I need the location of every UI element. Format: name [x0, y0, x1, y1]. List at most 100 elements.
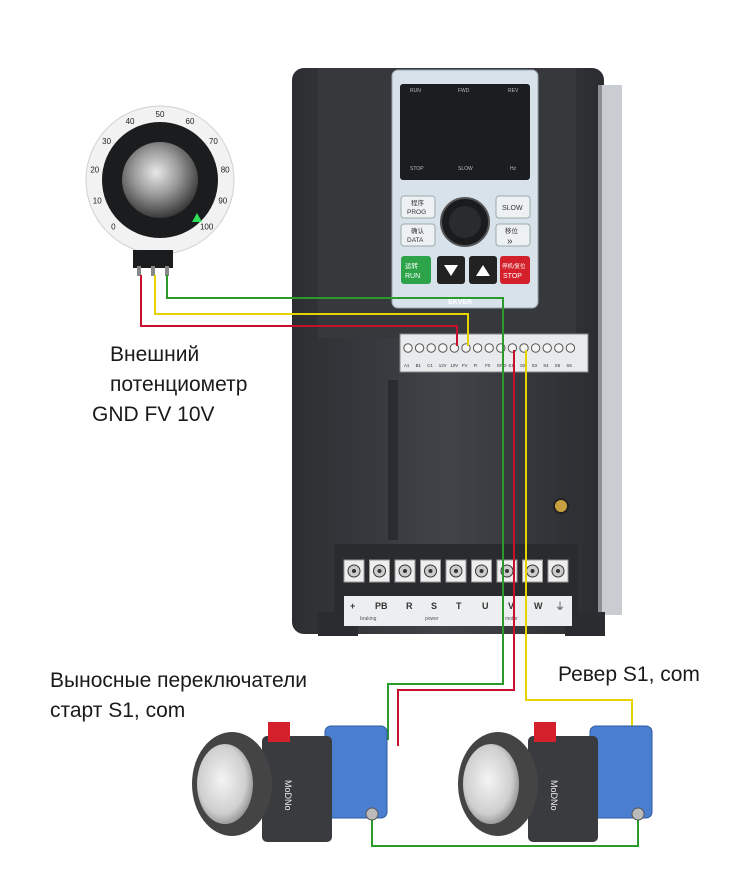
slow-key[interactable]: [495, 195, 531, 219]
stop-key[interactable]: [500, 256, 530, 284]
run-key-cn: 运转: [405, 261, 419, 270]
wire-green-com-link: [371, 818, 639, 847]
wire-yellow-fv: [154, 275, 469, 346]
terminal-t: T: [456, 601, 462, 611]
pot-indicator-icon: [192, 213, 202, 222]
terminal-u: U: [482, 601, 489, 611]
reverse-switch[interactable]: MoDNo: [458, 722, 653, 842]
wire-green-com-start: [387, 346, 504, 740]
control-terminal-screw: [426, 343, 436, 353]
data-key[interactable]: [400, 223, 436, 247]
ground-icon: ⏚: [555, 601, 565, 613]
control-terminal-label: B1: [416, 363, 422, 368]
control-terminal-label: S6: [566, 363, 572, 368]
potentiometer-caption: Внешний потенциометр GND FV 10V: [92, 340, 330, 430]
reverse-switch-housing: [528, 736, 598, 842]
wire-green-gnd: [166, 275, 504, 346]
caption-line-2: потенциометр: [110, 373, 248, 396]
shift-key-label: »: [507, 236, 513, 247]
led-fwd-label: FWD: [458, 88, 470, 94]
reverse-switch-caption: Ревер S1, com: [558, 663, 700, 686]
control-terminal-label: C1: [427, 363, 433, 368]
control-terminal-label: 10V: [450, 363, 458, 368]
dial-tick-label: 90: [218, 196, 227, 205]
control-terminal-label: FV: [462, 363, 468, 368]
led-run-label: RUN: [410, 88, 421, 94]
stop-key-cn: 停机/复位: [502, 262, 526, 270]
control-terminal-screw: [472, 343, 483, 353]
reverse-switch-brand: MoDNo: [549, 780, 559, 811]
start-switch[interactable]: MoDNo: [192, 722, 388, 842]
inverter: RUN FWD REV STOP SLOW Hz 程序 PROG 确认 DATA…: [292, 68, 622, 636]
caption-line-3: GND FV 10V: [92, 403, 215, 426]
terminal-plus: +: [350, 601, 355, 611]
control-terminal-label: S1: [508, 363, 514, 368]
control-terminal-label: FI: [474, 363, 478, 368]
brand-label: EKVER: [448, 299, 472, 306]
down-arrow-icon: [444, 265, 458, 276]
dial-tick-label: 70: [209, 137, 218, 146]
up-arrow-icon: [476, 265, 490, 276]
shift-key[interactable]: [495, 223, 531, 247]
terminal-v: V: [508, 601, 514, 611]
start-switch-button[interactable]: [197, 744, 253, 824]
led-slow-label: SLOW: [458, 166, 473, 172]
start-caption-line-1: Выносные переключатели: [50, 669, 307, 692]
control-terminal-screw: [565, 343, 576, 353]
dial-tick-label: 20: [90, 166, 99, 175]
braking-label: braking: [360, 616, 377, 622]
control-terminal-screw: [484, 343, 494, 353]
control-terminal-label: F0: [485, 363, 491, 368]
control-terminal-screw: [530, 343, 541, 353]
control-terminal-screw: [507, 343, 518, 353]
prog-key-label: PROG: [407, 209, 426, 216]
wiring: [140, 275, 639, 847]
power-label: power: [425, 616, 439, 622]
slow-key-label: SLOW: [502, 205, 523, 212]
control-terminal-label: GND: [497, 363, 507, 368]
cover-screw: [553, 498, 569, 514]
dial-tick-label: 40: [126, 117, 135, 126]
start-caption-line-2: старт S1, com: [50, 699, 186, 722]
terminal-pb: PB: [375, 601, 388, 611]
dial-tick-label: 0: [111, 223, 116, 232]
run-key-label: RUN: [405, 273, 420, 280]
power-label-strip: [344, 596, 572, 626]
led-stop-label: STOP: [410, 166, 424, 172]
control-terminal-label: S2: [520, 363, 526, 368]
caption-line-1: Внешний: [110, 343, 200, 366]
dial-tick-label: 80: [221, 166, 230, 175]
control-terminal-label: S5: [555, 363, 561, 368]
data-key-cn: 确认: [411, 226, 425, 235]
control-terminal-screw: [554, 343, 564, 353]
run-key[interactable]: [401, 256, 431, 284]
inverter-side-heatsink: [600, 85, 622, 615]
control-terminal-screw: [414, 343, 425, 353]
control-terminal-screw: [438, 343, 448, 353]
motor-label: motor: [505, 616, 518, 622]
control-terminal-block: [399, 333, 589, 373]
led-hz-label: Hz: [510, 166, 517, 172]
reverse-switch-block: [589, 725, 653, 819]
pot-knob[interactable]: [122, 142, 198, 218]
dial-tick-label: 50: [156, 110, 165, 119]
pot-base: [133, 250, 173, 268]
lcd-display: [400, 84, 530, 180]
control-terminal-label: S3: [532, 363, 538, 368]
start-switch-brand: MoDNo: [283, 780, 293, 811]
dial-tick-label: 10: [93, 196, 102, 205]
start-switch-caption: Выносные переключатели старт S1, com: [50, 666, 370, 726]
dial-tick-label: 30: [102, 137, 111, 146]
start-switch-block: [324, 725, 388, 819]
control-terminal-label: A1: [404, 363, 410, 368]
shift-key-cn: 移位: [505, 226, 519, 235]
data-key-label: DATA: [407, 237, 424, 244]
start-switch-housing: [262, 736, 332, 842]
terminal-w: W: [534, 601, 543, 611]
reverse-switch-button[interactable]: [463, 744, 519, 824]
terminal-r: R: [406, 601, 413, 611]
control-terminal-screw: [542, 343, 552, 353]
prog-key[interactable]: [400, 195, 436, 219]
